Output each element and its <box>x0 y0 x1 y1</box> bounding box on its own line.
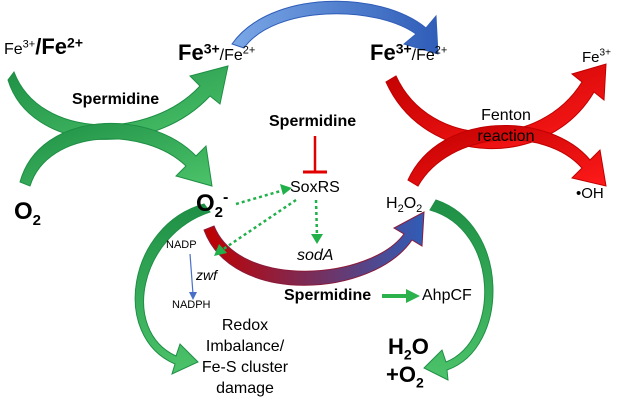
h2o2-h: H <box>386 195 398 212</box>
fe-mid-slash: / <box>219 47 225 64</box>
fe-mid-a: Fe <box>178 40 204 65</box>
dotted-soxrs-soda-head <box>311 234 323 244</box>
oxygen-sub: 2 <box>32 211 42 229</box>
water-o: O <box>411 334 429 359</box>
spermidine-bottom-label: Spermidine <box>284 287 372 304</box>
fe-right-b: Fe <box>416 47 435 64</box>
oxygen-label: O2 <box>14 198 41 228</box>
h2o2-sub2: 2 <box>416 203 423 216</box>
redox-line4: damage <box>216 380 274 397</box>
h2o2-o: O <box>403 195 417 212</box>
red-arc-fenton-down-arrow <box>407 125 607 187</box>
fe-right-a-sup: 3+ <box>395 40 412 57</box>
fe-middle-label: Fe3+/Fe2+ <box>178 42 255 64</box>
fe-left-slash: / <box>35 34 42 59</box>
fe-right-slash: / <box>411 47 417 64</box>
green-arc-h2o-arrow <box>423 199 494 381</box>
superoxide-sub: 2 <box>214 203 224 221</box>
green-arc-fe-up-arrow <box>7 65 229 140</box>
h2o2-label: H2O2 <box>386 195 423 216</box>
nadp-label: NADP <box>166 239 197 251</box>
soda-label: sodA <box>297 247 334 264</box>
fe-left-b: Fe <box>41 34 68 59</box>
oxygen-out-label: +O2 <box>386 362 424 390</box>
oxygen-out-sub: 2 <box>415 374 424 391</box>
dotted-soxrs-zwf-line <box>221 198 297 252</box>
nadp-nadph-line <box>189 253 194 295</box>
hydroxyl-radical-label: •OH <box>576 185 604 202</box>
redox-line1: Redox <box>221 317 269 334</box>
superoxide-sup: - <box>223 189 229 206</box>
fe-output-label: Fe3+ <box>582 47 611 66</box>
fe-mid-a-sup: 3+ <box>203 40 220 57</box>
dotted-superoxide-soxrs-head <box>280 184 292 195</box>
superoxide-o: O <box>196 190 215 217</box>
fe-left-label: Fe3+/Fe2+ <box>4 36 83 58</box>
water-h: H <box>388 334 404 359</box>
fenton-label-line2: reaction <box>477 128 535 145</box>
h2o2-sub1: 2 <box>397 203 404 216</box>
fe-left-a-sup: 3+ <box>22 38 36 51</box>
fe-right-b-sup: 2+ <box>434 44 448 57</box>
oxygen-o: O <box>14 198 33 225</box>
fe-right-a: Fe <box>370 40 396 65</box>
superoxide-label: O2- <box>196 189 229 220</box>
fe-mid-b-sup: 2+ <box>242 44 256 57</box>
dotted-soxrs-zwf-head <box>214 244 227 256</box>
spermidine-ahpcf-head <box>406 289 420 303</box>
superoxide-to-h2o2-arc-arrow <box>203 211 425 286</box>
water-sub: 2 <box>403 346 412 363</box>
redox-line3: Fe-S cluster <box>201 359 289 376</box>
green-arc-o2-down-arrow <box>19 122 213 187</box>
green-arc-redox-arrow <box>134 203 211 375</box>
water-label: H2O <box>388 334 429 362</box>
fe-right-label: Fe3+/Fe2+ <box>370 42 447 64</box>
dotted-superoxide-soxrs-line <box>235 188 285 206</box>
fe-out-sup: 3+ <box>599 47 611 59</box>
zwf-label: zwf <box>196 267 217 283</box>
top-blue-arc-arrow <box>231 0 439 55</box>
dotted-soxrs-soda-line <box>314 199 319 237</box>
soxrs-label: SoxRS <box>290 179 340 196</box>
redox-line2: Imbalance/ <box>205 338 285 355</box>
fe-left-b-sup: 2+ <box>67 34 83 51</box>
nadph-label: NADPH <box>172 299 211 311</box>
nadp-nadph-head <box>189 292 197 300</box>
fe-left-a: Fe <box>4 41 23 58</box>
fe-out: Fe <box>582 49 600 66</box>
spermidine-top-label: Spermidine <box>269 113 357 130</box>
fenton-label-line1: Fenton <box>481 107 531 124</box>
oxygen-out-text: +O <box>386 362 416 387</box>
ahpcf-label: AhpCF <box>422 287 472 304</box>
fe-mid-b: Fe <box>224 47 243 64</box>
spermidine-left-label: Spermidine <box>72 91 160 108</box>
red-arc-fenton-up-arrow <box>385 63 607 149</box>
